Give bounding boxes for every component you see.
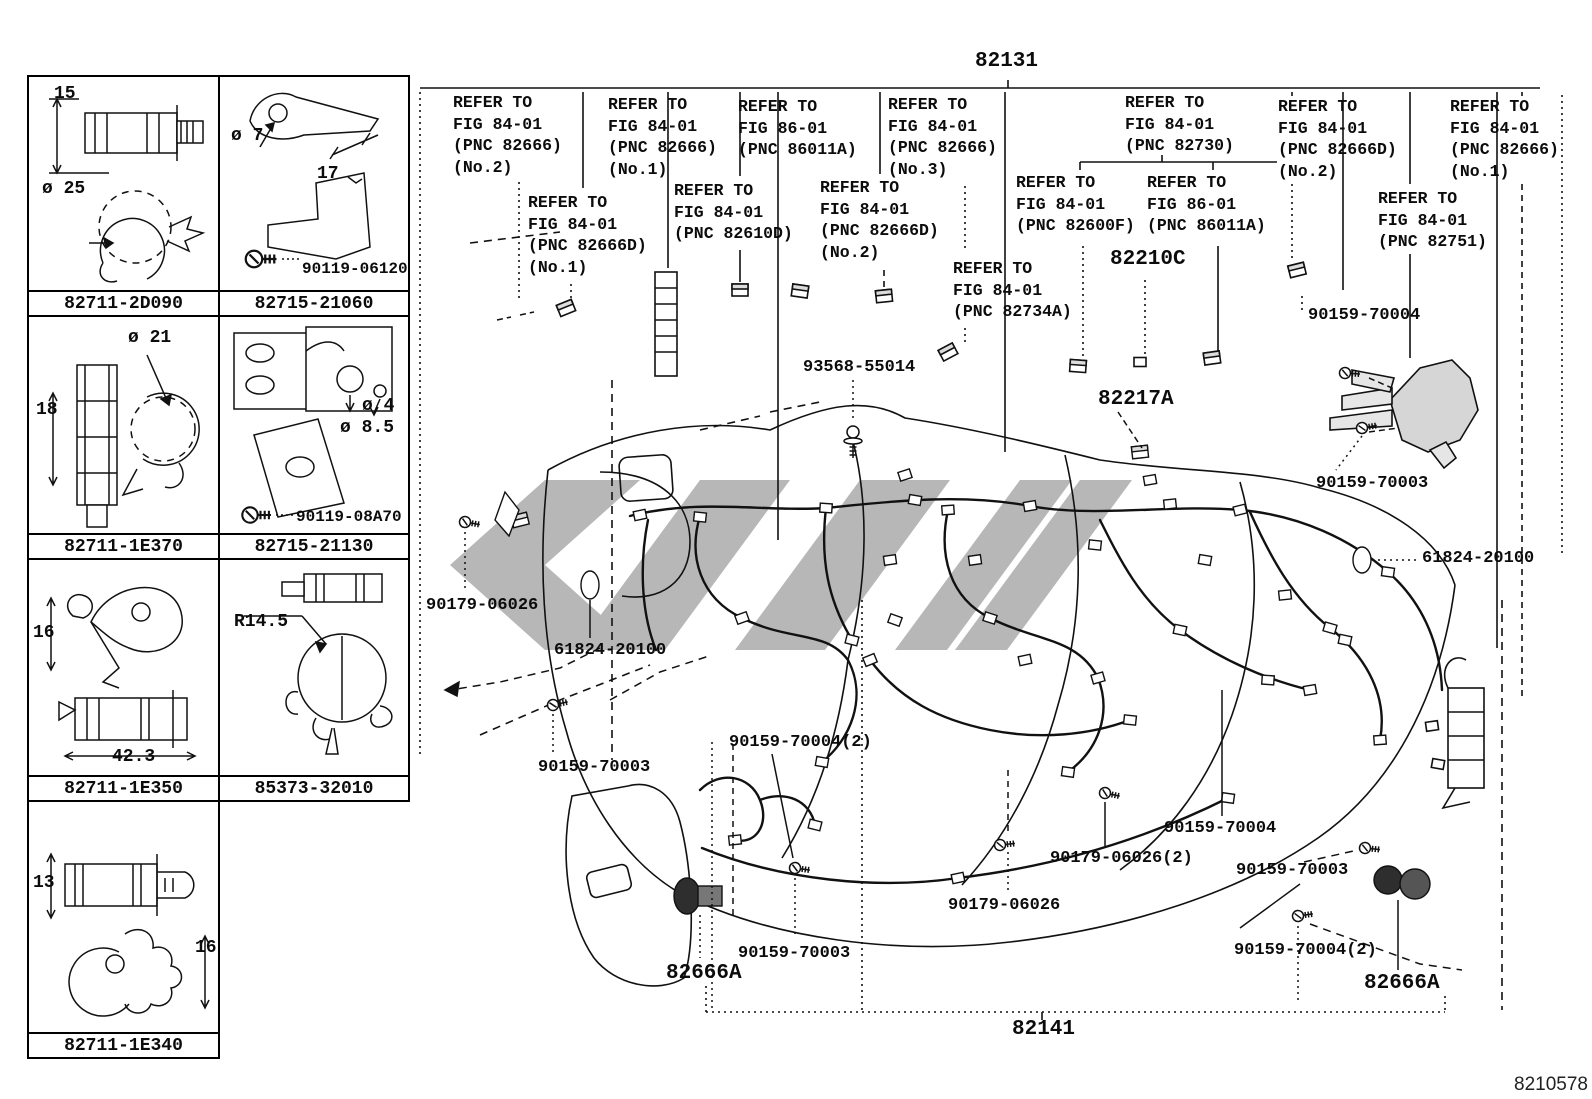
- dim-16-a: 16: [33, 623, 55, 643]
- label-90159-70003-bottomright: 90159-70003: [1236, 861, 1349, 880]
- dim-dia85: ø 8.5: [340, 418, 395, 438]
- label-82131: 82131: [975, 50, 1039, 73]
- part-number-85373-32010: 85373-32010: [218, 775, 410, 802]
- right-bracket-assembly: [1424, 600, 1503, 1010]
- part-illustration-clamp-1: [49, 97, 206, 283]
- label-90159-70004-top: 90159-70004: [1308, 306, 1421, 325]
- junction-block: [1329, 359, 1479, 470]
- label-90159-70003-left: 90159-70003: [538, 758, 651, 777]
- table-cell-82715-21060: [218, 75, 410, 292]
- dim-dia7: ø 7: [231, 126, 264, 146]
- footer-code: 8210578: [1514, 1074, 1588, 1095]
- part-number-82711-1E340: 82711-1E340: [27, 1032, 220, 1059]
- label-90159-70004-2-mid: 90159-70004(2): [729, 733, 872, 752]
- label-61824-20100-left: 61824-20100: [554, 641, 667, 660]
- part-number-82711-1E350: 82711-1E350: [27, 775, 220, 802]
- leader-lines: [443, 377, 1463, 1010]
- table-cell-82711-2D090: [27, 75, 220, 292]
- label-90159-70004-2-right: 90159-70004(2): [1234, 941, 1377, 960]
- part-illustration-bracket-1: [244, 92, 380, 269]
- reference-connectors: [496, 261, 1308, 377]
- table-cell-82711-1E350: [27, 558, 220, 777]
- label-90179-06026-left: 90179-06026: [426, 596, 539, 615]
- watermark-logo: [450, 480, 1132, 650]
- table-cell-85373-32010: [218, 558, 410, 777]
- part-illustration-clamp-4: [244, 573, 393, 755]
- dim-15: 15: [54, 84, 76, 104]
- dim-13: 13: [33, 873, 55, 893]
- dim-r145: R14.5: [234, 612, 289, 632]
- label-61824-20100-right: 61824-20100: [1422, 549, 1535, 568]
- table-cell-82715-21130: [218, 315, 410, 535]
- part-illustration-clamp-5: [46, 852, 210, 1017]
- dim-423: 42.3: [112, 747, 156, 767]
- harness-connectors: [494, 444, 1396, 885]
- label-82210c: 82210C: [1110, 248, 1186, 271]
- grommet-icons: [580, 546, 1431, 915]
- dim-16-b: 16: [195, 938, 217, 958]
- label-82666a-right: 82666A: [1364, 972, 1440, 995]
- top-bracket-lines: [419, 80, 1563, 758]
- label-82217a: 82217A: [1098, 388, 1174, 411]
- label-82666a-left: 82666A: [666, 962, 742, 985]
- bottom-bracket-lines: [705, 986, 1446, 1020]
- dim-17: 17: [317, 164, 339, 184]
- part-number-82711-1E370: 82711-1E370: [27, 533, 220, 560]
- part-illustration-bracket-2: [233, 326, 393, 524]
- label-82141: 82141: [1012, 1018, 1076, 1041]
- label-93568-55014: 93568-55014: [803, 358, 916, 377]
- label-90159-70003-right: 90159-70003: [1316, 474, 1429, 493]
- dim-dia25: ø 25: [42, 179, 86, 199]
- label-90179-06026-2: 90179-06026(2): [1050, 849, 1193, 868]
- part-illustration-clamp-3: [46, 586, 197, 761]
- label-90159-70003-midbottom: 90159-70003: [738, 944, 851, 963]
- part-number-82715-21060: 82715-21060: [218, 290, 410, 317]
- label-90179-06026-bottom: 90179-06026: [948, 896, 1061, 915]
- floor-console: [565, 783, 693, 987]
- part-number-82715-21130: 82715-21130: [218, 533, 410, 560]
- table-cell-82711-1E370: [27, 315, 220, 535]
- table-cell-82711-1E340: [27, 800, 220, 1034]
- part-illustration-clamp-2: [48, 354, 200, 528]
- dim-dia4: ø 4: [362, 396, 395, 416]
- label-90119-08a70: 90119-08A70: [296, 508, 402, 526]
- instrument-panel-outline: [469, 231, 1456, 1010]
- dim-18: 18: [36, 400, 58, 420]
- label-90119-06120: 90119-06120: [302, 260, 408, 278]
- label-90159-70004-bottom: 90159-70004: [1164, 819, 1277, 838]
- part-number-82711-2D090: 82711-2D090: [27, 290, 220, 317]
- dim-dia21: ø 21: [128, 328, 172, 348]
